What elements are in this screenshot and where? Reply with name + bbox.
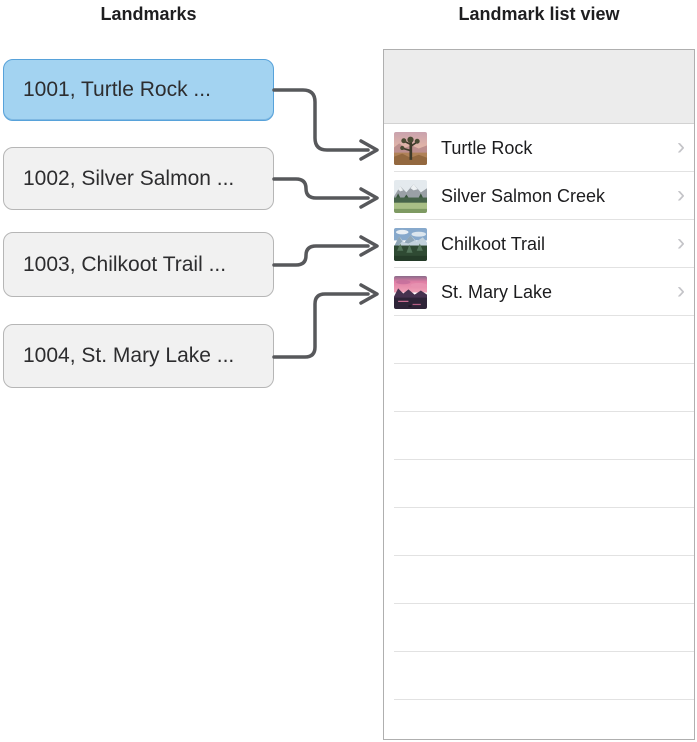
record-label: 1004, St. Mary Lake ... — [23, 344, 235, 367]
arrow-record1-to-row1 — [272, 88, 379, 161]
turtle-rock-photo-icon — [394, 131, 427, 165]
chevron-right-icon: › — [677, 133, 685, 160]
list-row-silver-salmon-creek[interactable]: Silver Salmon Creek › — [384, 172, 694, 220]
empty-list-row — [384, 316, 694, 364]
empty-list-row — [384, 364, 694, 412]
empty-list-row — [384, 412, 694, 460]
row-title: Chilkoot Trail — [441, 233, 546, 254]
chevron-right-icon: › — [677, 229, 685, 256]
list-row-turtle-rock[interactable]: Turtle Rock › — [384, 124, 694, 172]
record-box-turtle-rock[interactable]: 1001, Turtle Rock ... — [3, 59, 274, 121]
landmarks-column-title: Landmarks — [100, 4, 197, 24]
record-box-st-mary-lake[interactable]: 1004, St. Mary Lake ... — [3, 324, 274, 388]
list-view-column-title: Landmark list view — [458, 4, 620, 24]
empty-list-row — [384, 700, 694, 739]
list-row-st-mary-lake[interactable]: St. Mary Lake › — [384, 268, 694, 316]
arrow-record3-to-row3 — [272, 235, 379, 267]
arrow-record2-to-row2 — [272, 177, 379, 209]
empty-list-row — [384, 556, 694, 604]
navigation-bar — [384, 50, 694, 124]
record-box-silver-salmon[interactable]: 1002, Silver Salmon ... — [3, 147, 274, 210]
record-label: 1002, Silver Salmon ... — [23, 166, 235, 190]
empty-list-row — [384, 508, 694, 556]
record-label: 1001, Turtle Rock ... — [23, 78, 211, 101]
arrow-record4-to-row4 — [272, 283, 379, 359]
record-label: 1003, Chilkoot Trail ... — [23, 252, 227, 276]
row-title: Turtle Rock — [441, 137, 533, 158]
record-box-chilkoot-trail[interactable]: 1003, Chilkoot Trail ... — [3, 232, 274, 297]
chevron-right-icon: › — [677, 277, 685, 304]
row-title: St. Mary Lake — [441, 281, 553, 302]
silver-salmon-creek-photo-icon — [394, 179, 427, 213]
landmark-list-view-panel: Turtle Rock › Silver Salmon Creek › — [383, 49, 695, 740]
chilkoot-trail-photo-icon — [394, 227, 427, 261]
chevron-right-icon: › — [677, 181, 685, 208]
list-row-chilkoot-trail[interactable]: Chilkoot Trail › — [384, 220, 694, 268]
empty-list-row — [384, 652, 694, 700]
empty-list-row — [384, 604, 694, 652]
row-title: Silver Salmon Creek — [441, 185, 606, 206]
st-mary-lake-photo-icon — [394, 275, 427, 309]
empty-list-row — [384, 460, 694, 508]
